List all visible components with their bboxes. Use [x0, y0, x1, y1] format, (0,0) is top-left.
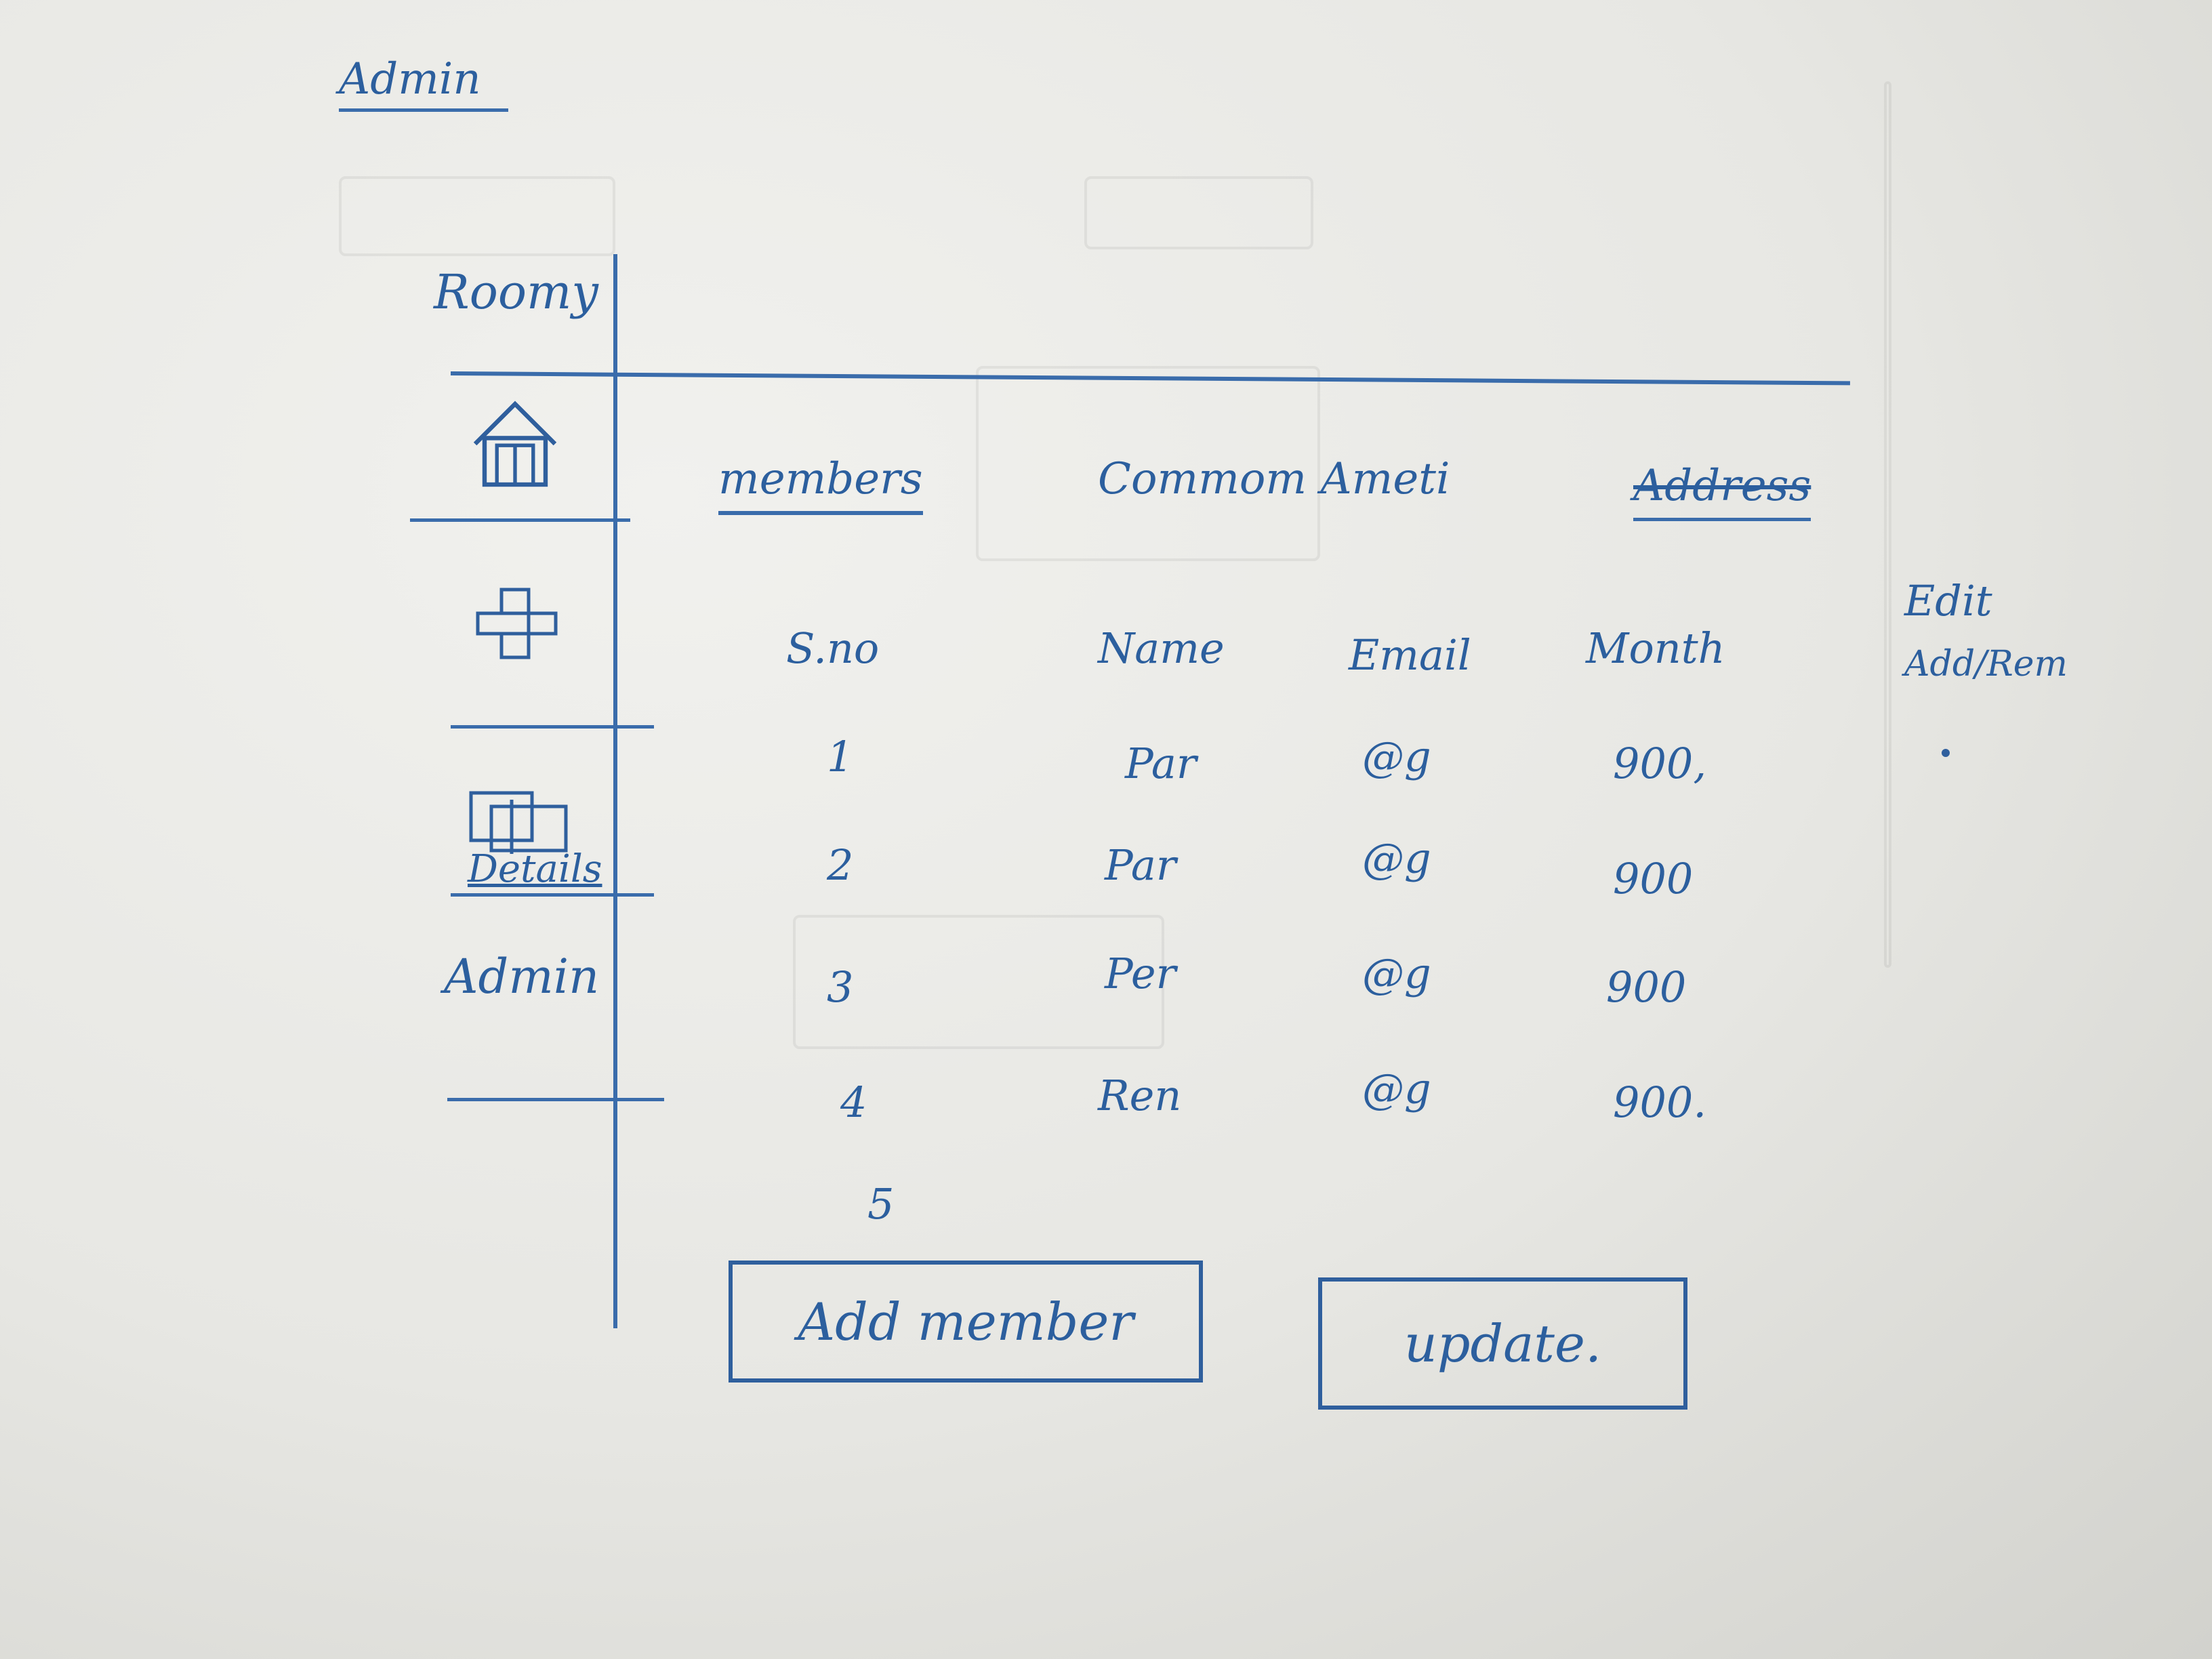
- sidebar-item-admin[interactable]: Admin: [444, 949, 634, 1030]
- sidebar-item-home[interactable]: [434, 390, 623, 518]
- row-action-dot[interactable]: [1942, 749, 1950, 757]
- cell-month: 900,: [1613, 739, 1707, 788]
- home-icon: [473, 401, 557, 487]
- table-row: 2 Par @g 900: [813, 834, 1965, 915]
- cell-sno: 4: [840, 1078, 867, 1127]
- tab-common-amenities[interactable]: Commom Ameti: [1098, 454, 1450, 504]
- cell-name: Ren: [1098, 1071, 1182, 1120]
- column-header-edit: Edit: [1904, 576, 1992, 626]
- column-header-email: Email: [1349, 630, 1471, 680]
- sidebar-item-details[interactable]: Details: [447, 773, 637, 908]
- cell-sno: 2: [827, 840, 854, 890]
- sidebar-item-grid[interactable]: [434, 535, 623, 712]
- cell-name: Par: [1105, 840, 1176, 890]
- table-row: 3 Per @g 900: [813, 949, 1965, 1023]
- cell-email: @g: [1362, 834, 1431, 883]
- sidebar-item-label: Admin: [444, 949, 600, 1004]
- app-brand: Roomy: [434, 264, 598, 320]
- sidebar-divider: [613, 254, 617, 1328]
- sidebar-rule: [451, 725, 654, 729]
- sidebar-rule: [451, 893, 654, 897]
- grid-icon: [476, 588, 558, 659]
- cell-email: @g: [1362, 949, 1431, 998]
- cell-email: @g: [1362, 732, 1431, 781]
- ghost-box: [339, 176, 615, 256]
- table-row: 4 Ren @g 900.: [813, 1064, 1965, 1145]
- ghost-box: [1884, 81, 1891, 968]
- ghost-box: [793, 915, 1164, 1049]
- cell-name: Par: [1125, 739, 1197, 788]
- table-row: 1 Par @g 900,: [813, 732, 1965, 806]
- add-member-button[interactable]: Add member: [729, 1261, 1203, 1382]
- tab-address[interactable]: Address: [1633, 461, 1811, 521]
- details-icon: [469, 791, 568, 854]
- cell-email: @g: [1362, 1064, 1431, 1113]
- tab-members[interactable]: members: [718, 454, 923, 515]
- update-button[interactable]: update.: [1318, 1277, 1687, 1410]
- sidebar-rule: [410, 518, 630, 522]
- sidebar-item-label: Details: [468, 847, 602, 891]
- cell-sno: 5: [867, 1179, 895, 1229]
- ghost-box: [976, 366, 1320, 561]
- ghost-box: [1084, 176, 1313, 249]
- column-header-name: Name: [1098, 623, 1225, 673]
- cell-sno: 3: [827, 962, 854, 1012]
- cell-name: Per: [1105, 949, 1176, 998]
- column-header-add-remove: Add/Rem: [1904, 644, 2068, 684]
- cell-month: 900: [1606, 962, 1687, 1012]
- column-header-month: Month: [1586, 623, 1725, 673]
- cell-month: 900.: [1613, 1078, 1707, 1127]
- sidebar-rule: [447, 1098, 664, 1101]
- column-header-sno: S.no: [786, 623, 880, 673]
- table-row: 5: [813, 1179, 1965, 1254]
- cell-sno: 1: [827, 732, 854, 781]
- page-title: Admin: [339, 54, 508, 112]
- cell-month: 900: [1613, 854, 1694, 903]
